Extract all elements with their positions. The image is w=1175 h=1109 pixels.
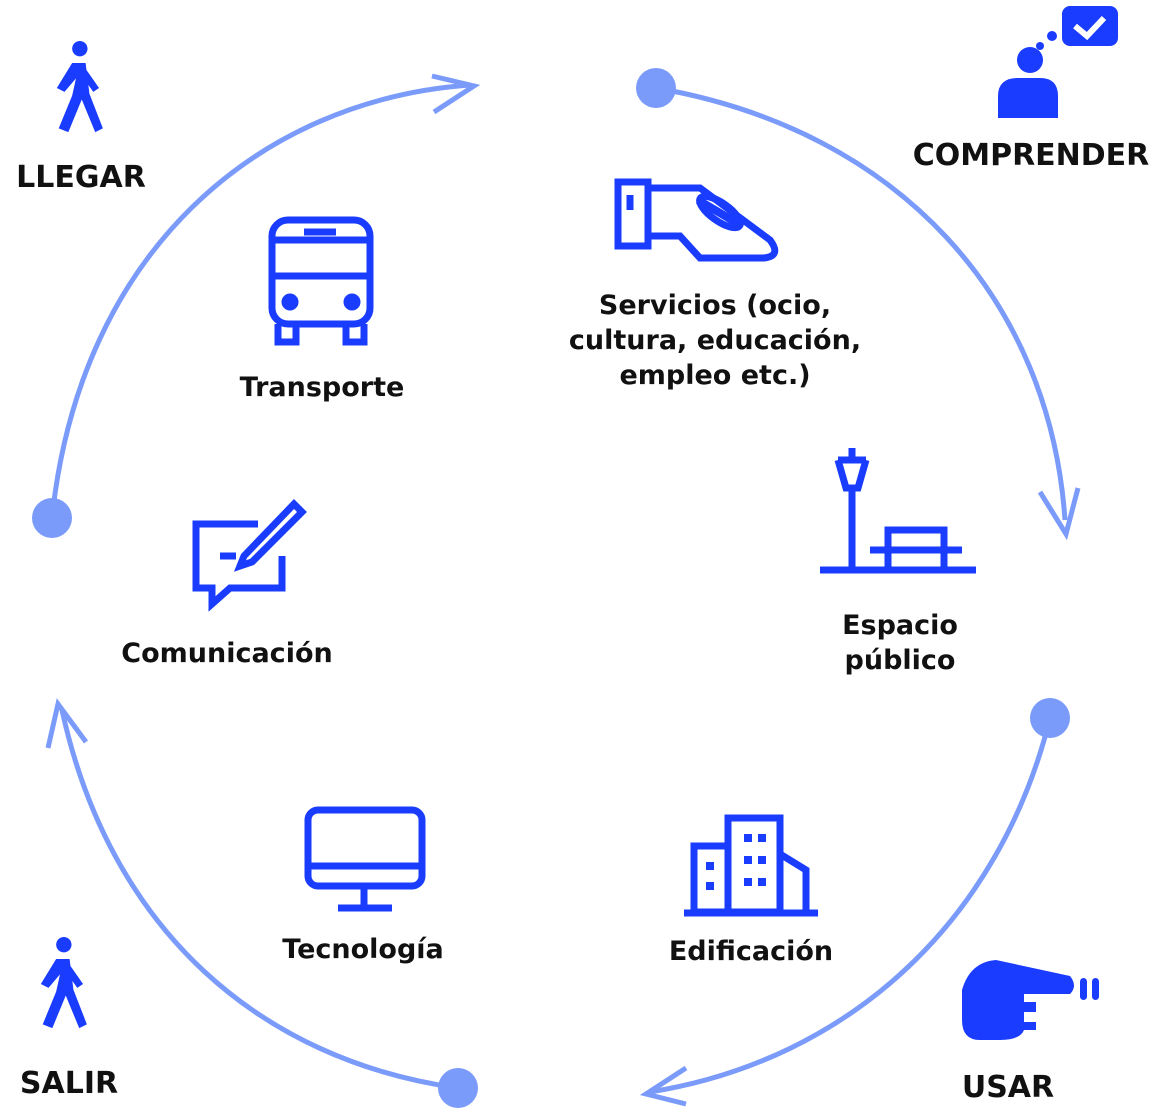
endpoint-dot-left [32,498,72,538]
arc-usar-to-salir [649,717,1053,1095]
walking-person-icon [56,40,103,133]
stage-label-comprender: COMPRENDER [912,138,1150,173]
arc-endpoints [32,68,1070,1108]
arrowhead-left [45,698,89,749]
category-label-espacio-publico: Espacio público [842,610,958,676]
stage-label-usar: USAR [961,1070,1055,1105]
walking-person-icon [40,936,87,1029]
category-label-tecnologia: Tecnología [282,934,444,965]
arrowhead-right [1037,487,1081,541]
arrowhead-bottom [639,1065,688,1107]
hand-with-paperclip-icon [614,178,779,262]
bus-icon [268,216,374,346]
streetlamp-bench-icon [820,448,976,574]
buildings-icon [684,814,818,917]
arrowhead-top [431,73,481,115]
category-label-transporte: Transporte [239,372,405,403]
pointing-hand-icon [962,960,1099,1040]
cycle-arcs [49,82,1068,1095]
person-thinking-check-icon [998,6,1118,118]
stage-label-salir: SALIR [19,1066,119,1101]
arc-llegar-to-comprender [49,82,471,519]
endpoint-dot-top [636,68,676,108]
category-label-edificacion: Edificación [668,936,834,967]
category-label-comunicacion: Comunicación [121,638,333,669]
monitor-icon [304,806,426,912]
chat-pencil-icon [192,499,307,612]
endpoint-dot-right [1030,698,1070,738]
arc-arrowheads [45,73,1081,1107]
arc-comprender-to-usar [655,85,1068,521]
stage-label-llegar: LLEGAR [16,160,146,195]
arc-salir-to-llegar [59,709,459,1091]
endpoint-dot-bottom [438,1068,478,1108]
category-label-servicios: Servicios (ocio, cultura, educación, emp… [568,290,862,391]
